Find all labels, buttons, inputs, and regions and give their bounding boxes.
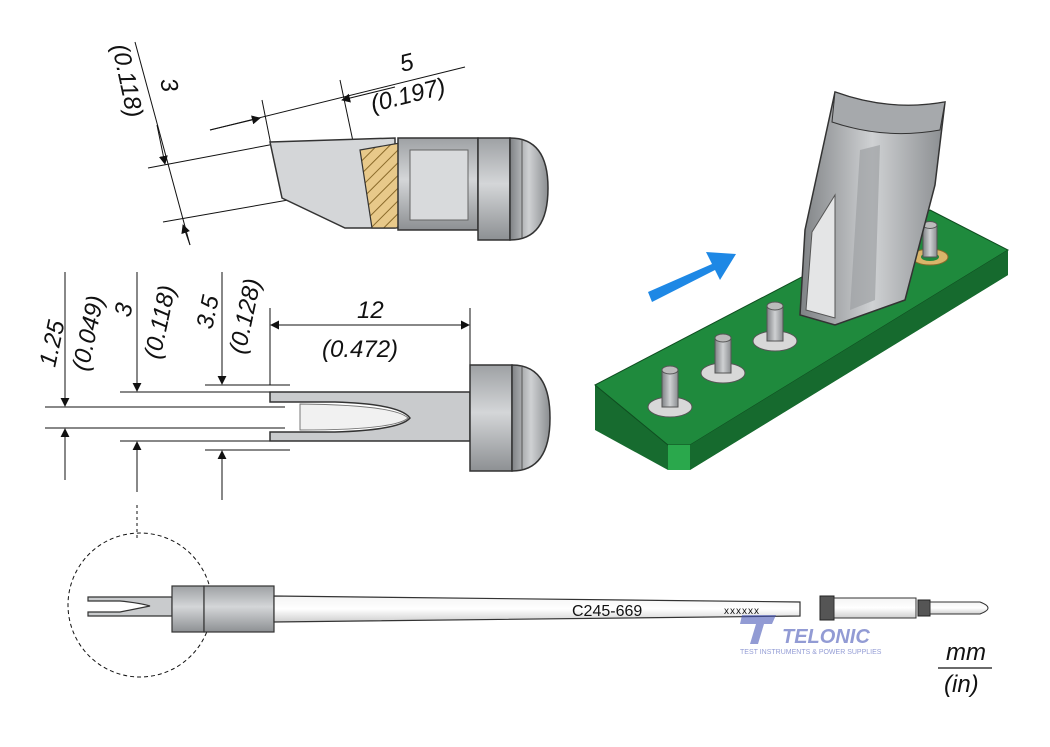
part-number: C245-669 <box>572 603 642 620</box>
fork-a-mm-label: 3 <box>109 300 138 319</box>
unit-primary: mm <box>946 639 986 666</box>
length-mm-label: 12 <box>357 297 384 324</box>
gap-in-label: (0.049) <box>67 293 109 373</box>
top-length-in-label: (0.197) <box>368 73 448 118</box>
top-height-in-label: (0.118) <box>106 42 148 120</box>
top-length-mm-label: 5 <box>397 48 417 78</box>
serial-placeholder: xxxxxx <box>724 606 760 617</box>
fork-a-in-label: (0.118) <box>139 283 181 361</box>
fork-b-in-label: (0.128) <box>224 276 266 356</box>
cartridge-view <box>67 505 989 678</box>
telonic-watermark: TELONIC TEST INSTRUMENTS & POWER SUPPLIE… <box>740 615 882 656</box>
fork-b-mm-label: 3.5 <box>191 292 224 331</box>
watermark-brand: TELONIC <box>782 626 870 648</box>
unit-secondary: (in) <box>944 671 979 698</box>
length-in-label: (0.472) <box>322 336 398 363</box>
top-side-view <box>134 41 549 246</box>
top-height-mm-label: 3 <box>154 76 183 95</box>
telonic-logo-icon <box>740 615 776 644</box>
pcb-pin <box>752 301 798 352</box>
cartridge-shaft <box>273 595 801 623</box>
pcb-pin <box>647 365 693 418</box>
pcb-pin <box>700 333 746 384</box>
fork-tip <box>269 391 471 442</box>
watermark-tagline: TEST INSTRUMENTS & POWER SUPPLIES <box>740 649 882 656</box>
direction-arrow-icon <box>648 252 736 302</box>
pcb-illustration <box>594 91 1010 470</box>
fork-front-view <box>45 272 551 500</box>
